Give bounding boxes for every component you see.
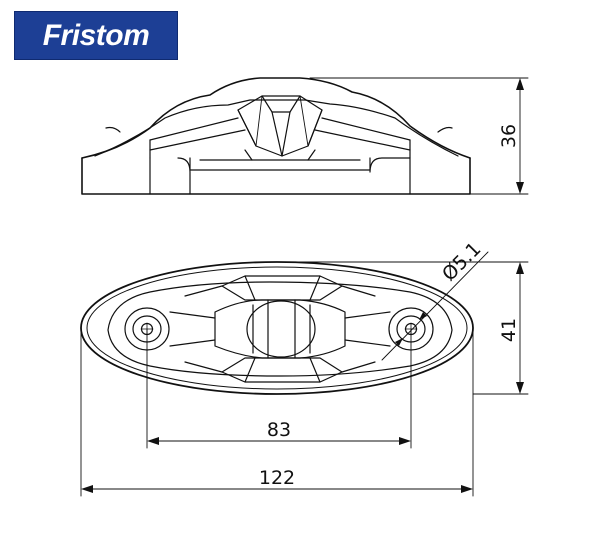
- brand-logo: Fristom: [14, 11, 178, 60]
- side-view: [81, 77, 471, 195]
- width-dimension: [289, 261, 529, 395]
- hole-spacing-dimension: [146, 328, 412, 449]
- top-view: [80, 261, 474, 395]
- brand-logo-text: Fristom: [42, 18, 150, 52]
- height-dimension: [309, 77, 529, 195]
- height-dimension-label: 36: [498, 124, 520, 148]
- length-dimension: [80, 329, 474, 497]
- width-dimension-label: 41: [498, 318, 520, 342]
- hole-diameter-leader: [381, 251, 489, 361]
- hole-spacing-label: 83: [267, 419, 291, 441]
- length-dimension-label: 122: [259, 467, 295, 489]
